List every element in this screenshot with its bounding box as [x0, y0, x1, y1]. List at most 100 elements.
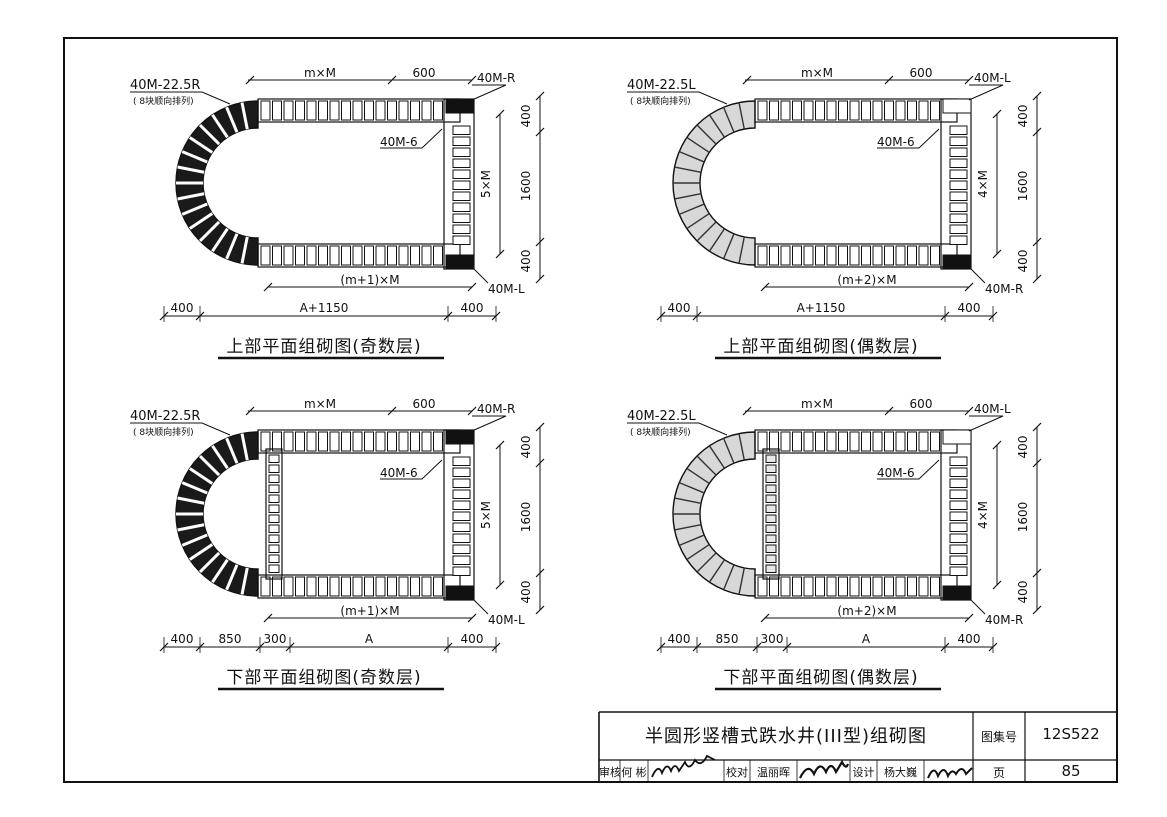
arch-joint	[198, 220, 221, 243]
inner-block-label: 40M-6	[877, 466, 915, 480]
wall-brick	[949, 489, 968, 499]
arch-joint	[181, 533, 208, 547]
brick	[352, 245, 363, 266]
cross-wall-outline	[762, 448, 780, 580]
title-block	[598, 711, 1117, 782]
corner-bottom-label: 40M-R	[985, 613, 1023, 627]
wall-brick	[452, 478, 471, 488]
arch-joint	[722, 106, 735, 133]
corner-bottom-leader	[473, 268, 489, 284]
arch-joint	[225, 437, 239, 464]
brick	[433, 576, 443, 597]
bottom-dim-label: (m+2)×M	[837, 604, 896, 618]
brick	[318, 431, 328, 452]
cross-wall-brick	[765, 524, 777, 533]
right-wall	[443, 429, 475, 601]
bottom-dim-label: (m+1)×M	[340, 604, 399, 618]
brick	[260, 100, 271, 121]
dimension-tick	[1032, 605, 1042, 615]
corner-block-bottom	[445, 585, 475, 601]
brick	[364, 100, 374, 121]
arch-joint	[177, 523, 205, 532]
base-dim-label: A	[365, 632, 374, 646]
plan-caption: 上部平面组砌图(偶数层)	[723, 337, 918, 357]
corner-bottom-leader	[970, 268, 986, 284]
corner-bottom-leader	[970, 599, 986, 615]
brick	[872, 431, 883, 452]
cross-wall-brick	[268, 484, 280, 493]
brick	[433, 431, 443, 452]
dimension-tick	[1032, 458, 1042, 468]
wall-brick	[452, 158, 471, 168]
brick	[352, 100, 363, 121]
brick	[295, 245, 305, 266]
arch-joint	[177, 192, 205, 201]
wall-brick	[949, 180, 968, 190]
wall-brick	[949, 147, 968, 157]
brick	[930, 245, 940, 266]
arch-joint	[722, 437, 735, 464]
inner-block-label: 40M-6	[877, 135, 915, 149]
brick	[398, 245, 409, 266]
top-right-dim-label: 600	[910, 66, 933, 80]
base-dim-label: 850	[219, 632, 242, 646]
brick	[815, 431, 825, 452]
inner-leader	[380, 128, 443, 149]
brick	[387, 100, 397, 121]
wall-brick	[452, 235, 471, 245]
cross-wall-brick	[765, 454, 777, 463]
wall-brick	[452, 191, 471, 201]
dimension-tick	[467, 75, 477, 85]
cross-wall-brick	[765, 554, 777, 563]
right-top-dim: 400	[519, 436, 533, 459]
brick	[930, 100, 940, 121]
brick	[329, 576, 340, 597]
brick	[410, 431, 420, 452]
brick	[930, 431, 940, 452]
base-dim-label: 400	[171, 632, 194, 646]
wall-brick	[949, 478, 968, 488]
brick	[884, 100, 894, 121]
corner-top-leader	[471, 84, 507, 101]
dimension-tick	[245, 406, 255, 416]
dimension-tick	[964, 406, 974, 416]
cross-wall-brick	[268, 544, 280, 553]
dimension-tick	[884, 406, 894, 416]
base-dim-label: 400	[461, 632, 484, 646]
brick	[295, 576, 305, 597]
dimension-tick	[387, 75, 397, 85]
brick	[757, 100, 768, 121]
corner-top-label: 40M-L	[974, 71, 1011, 85]
brick	[792, 576, 802, 597]
brick	[757, 245, 768, 266]
cross-wall-brick	[765, 474, 777, 483]
brick	[295, 431, 305, 452]
brick	[329, 245, 340, 266]
wall-brick	[949, 125, 968, 135]
cross-wall-brick	[765, 534, 777, 543]
plan-caption: 下部平面组砌图(奇数层)	[226, 668, 421, 688]
arch-joint	[738, 236, 745, 264]
base-dim-label: 300	[761, 632, 784, 646]
cross-wall-brick	[765, 564, 777, 573]
right-wall	[940, 98, 972, 270]
bottom-dim-label: (m+1)×M	[340, 273, 399, 287]
arch-joint	[722, 233, 735, 260]
brick	[421, 245, 432, 266]
dimension-tick	[535, 458, 545, 468]
brick	[398, 576, 409, 597]
arch-block-label: 40M-22.5L	[627, 409, 696, 424]
brick	[387, 431, 397, 452]
page-label: 页	[992, 766, 1005, 780]
brick	[895, 100, 906, 121]
brick	[803, 576, 814, 597]
arch-joint	[198, 454, 221, 477]
right-bottom-dim: 400	[519, 250, 533, 273]
arch-joint	[240, 433, 249, 461]
corner-top-leader	[471, 415, 507, 432]
arch-leader	[130, 91, 231, 105]
wall-brick	[949, 169, 968, 179]
dimension-tick	[884, 75, 894, 85]
